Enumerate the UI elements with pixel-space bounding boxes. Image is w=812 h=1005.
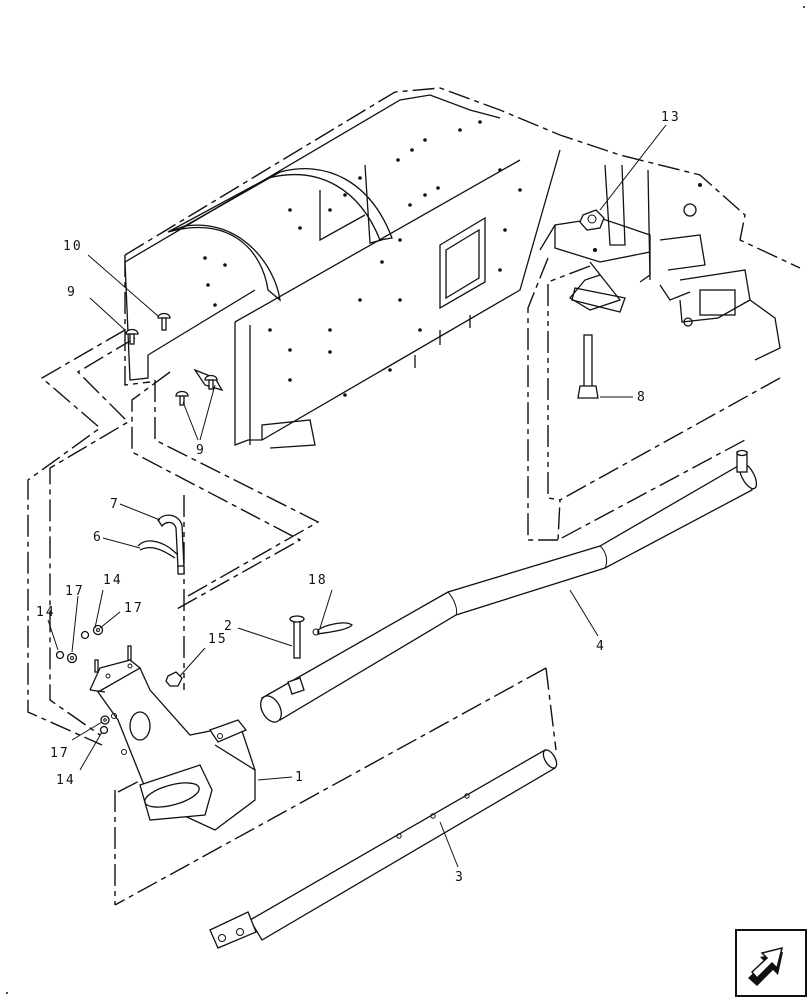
tongue-tube	[260, 449, 758, 723]
callout-14b: 14	[36, 605, 56, 620]
next-page-arrow-icon[interactable]	[735, 929, 807, 997]
callout-7: 7	[110, 497, 120, 512]
callout-8: 8	[637, 390, 647, 405]
lower-tube	[209, 749, 558, 949]
callout-10: 10	[63, 239, 83, 254]
callout-1: 1	[295, 770, 305, 785]
callout-14c: 14	[56, 773, 76, 788]
phantom-lines	[27, 257, 781, 906]
callout-6: 6	[93, 530, 103, 545]
main-frame	[124, 87, 801, 449]
hardware	[55, 312, 353, 735]
callout-9a: 9	[67, 285, 77, 300]
callout-4: 4	[596, 639, 606, 654]
leader-lines	[47, 124, 667, 868]
callout-14a: 14	[103, 573, 123, 588]
callout-17c: 17	[50, 746, 70, 761]
callout-17b: 17	[124, 601, 144, 616]
callout-3: 3	[455, 870, 465, 885]
callout-15: 15	[208, 632, 228, 647]
callout-2: 2	[224, 619, 234, 634]
callout-18: 18	[308, 573, 328, 588]
hitch-mount	[539, 164, 781, 399]
callouts: 1 2 3 4 6 7 8 9 9 10 13 14 14 14 15 17 1…	[36, 110, 681, 885]
callout-13: 13	[661, 110, 681, 125]
callout-17a: 17	[65, 584, 85, 599]
hitch-bracket	[89, 645, 256, 831]
callout-9b: 9	[196, 443, 206, 458]
